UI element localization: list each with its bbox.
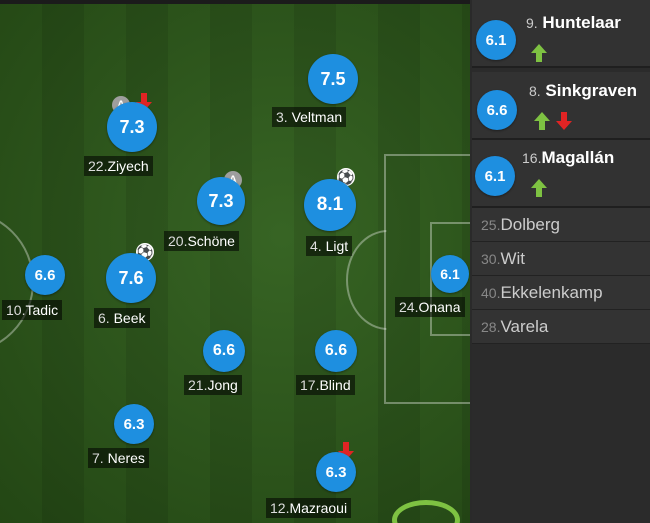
- up-arrow-icon: [531, 44, 547, 62]
- player-name: Tadic: [25, 302, 59, 318]
- bench-row[interactable]: 25.Dolberg: [472, 208, 650, 242]
- player-label: 6. Beek: [94, 308, 150, 328]
- player-label: 21.Jong: [184, 375, 242, 395]
- player-label: 4. Ligt: [306, 236, 353, 256]
- player-name: Blind: [319, 377, 351, 393]
- substitute-name: 16.Magallán: [522, 148, 614, 168]
- rating-bubble: 6.6: [203, 330, 245, 372]
- player-number: 21.: [188, 377, 208, 393]
- player-number: 7.: [92, 450, 104, 466]
- bench-player: 28.Varela: [481, 317, 548, 337]
- player-number: 8.: [529, 83, 541, 99]
- bench-player: 40.Ekkelenkamp: [481, 283, 603, 303]
- player-name: Ziyech: [107, 158, 149, 174]
- rating-bubble: 6.3: [114, 404, 154, 444]
- player-label: 10.Tadic: [2, 300, 63, 320]
- rating-bubble: 6.1: [475, 156, 515, 196]
- rating-bubble: 8.1: [304, 179, 356, 231]
- player-number: 4.: [310, 238, 322, 254]
- rating-bubble: 7.5: [308, 54, 358, 104]
- rating-bubble: 6.3: [316, 452, 356, 492]
- down-arrow-icon: [556, 112, 572, 130]
- brand-logo-icon: [392, 500, 460, 523]
- player-label: 7. Neres: [88, 448, 149, 468]
- bench-row[interactable]: 40.Ekkelenkamp: [472, 276, 650, 310]
- player-name: Beek: [113, 310, 146, 326]
- player-name: Huntelaar: [542, 13, 621, 32]
- player-number: 28.: [481, 319, 501, 335]
- rating-bubble: 6.6: [477, 90, 517, 130]
- player-number: 12.: [270, 500, 290, 516]
- player-name: Ligt: [325, 238, 349, 254]
- player-number: 9.: [526, 15, 538, 31]
- player-number: 25.: [481, 217, 501, 233]
- player-name: Magallán: [541, 148, 615, 167]
- bench-player: 25.Dolberg: [481, 215, 560, 235]
- substitute-name: 9. Huntelaar: [526, 13, 621, 33]
- player-label: 3. Veltman: [272, 107, 347, 127]
- substitutes-panel: 6.1 9. Huntelaar 6.6 8. Sinkgraven 6.1 1…: [472, 0, 650, 523]
- player-label: 17.Blind: [296, 375, 355, 395]
- player-number: 24.: [399, 299, 419, 315]
- player-label: 24.Onana: [395, 297, 465, 317]
- substitute-name: 8. Sinkgraven: [529, 81, 637, 101]
- player-name: Neres: [107, 450, 145, 466]
- rating-bubble: 6.1: [476, 20, 516, 60]
- player-name: Wit: [500, 249, 526, 268]
- player-number: 3.: [276, 109, 288, 125]
- player-name: Sinkgraven: [545, 81, 638, 100]
- rating-bubble: 7.3: [107, 102, 157, 152]
- substitute-row[interactable]: 6.1 16.Magallán: [472, 140, 650, 208]
- rating-bubble: 7.3: [197, 177, 245, 225]
- up-arrow-icon: [534, 112, 550, 130]
- player-name: Ekkelenkamp: [500, 283, 603, 302]
- player-label: 20.Schöne: [164, 231, 239, 251]
- rating-bubble: 6.6: [315, 330, 357, 372]
- up-arrow-icon: [531, 179, 547, 197]
- player-name: Onana: [418, 299, 461, 315]
- player-label: 12.Mazraoui: [266, 498, 352, 518]
- player-number: 20.: [168, 233, 188, 249]
- bench-row[interactable]: 28.Varela: [472, 310, 650, 344]
- player-name: Varela: [500, 317, 549, 336]
- substitute-row[interactable]: 6.1 9. Huntelaar: [472, 0, 650, 68]
- rating-bubble: 6.1: [431, 255, 469, 293]
- player-number: 40.: [481, 285, 501, 301]
- rating-bubble: 7.6: [106, 253, 156, 303]
- player-number: 17.: [300, 377, 320, 393]
- player-name: Schöne: [187, 233, 235, 249]
- rating-bubble: 6.6: [25, 255, 65, 295]
- player-name: Dolberg: [500, 215, 561, 234]
- player-number: 22.: [88, 158, 108, 174]
- player-number: 6.: [98, 310, 110, 326]
- player-name: Veltman: [291, 109, 343, 125]
- player-number: 10.: [6, 302, 26, 318]
- player-name: Jong: [207, 377, 238, 393]
- bench-row[interactable]: 30.Wit: [472, 242, 650, 276]
- pitch: 7.5 3. Veltman A 7.3 22.Ziyech A 7.3 20.…: [0, 0, 470, 523]
- player-name: Mazraoui: [289, 500, 348, 516]
- player-label: 22.Ziyech: [84, 156, 153, 176]
- substitute-row[interactable]: 6.6 8. Sinkgraven: [472, 72, 650, 140]
- top-bar: [0, 0, 470, 4]
- player-number: 16.: [522, 150, 542, 166]
- bench-player: 30.Wit: [481, 249, 525, 269]
- player-number: 30.: [481, 251, 501, 267]
